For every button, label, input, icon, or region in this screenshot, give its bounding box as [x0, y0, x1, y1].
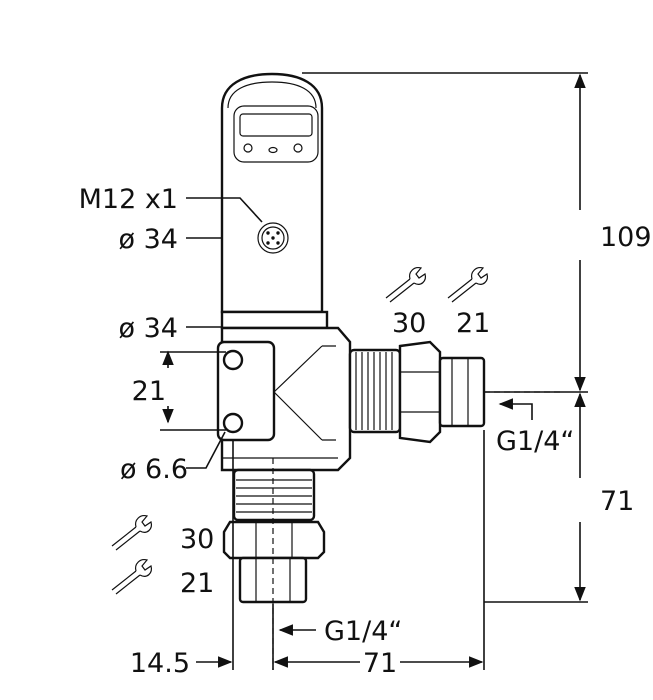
head-diameter-label: ø 34 [119, 224, 178, 255]
hole-diameter-label: ø 6.6 [120, 454, 188, 485]
body-diameter-label: ø 34 [119, 313, 178, 344]
side-port [348, 340, 486, 444]
sensor-head [220, 72, 329, 330]
mount-hole-top [222, 349, 244, 371]
dimension-lines [160, 72, 588, 670]
wrench-icon [385, 267, 426, 303]
display-icon [233, 105, 319, 163]
bottom-port [222, 468, 326, 604]
wrench-size-top-large: 30 [392, 308, 426, 339]
bottom-thread-label: G1/4“ [324, 616, 402, 647]
wrench-icon [447, 267, 488, 303]
side-thread-label: G1/4“ [496, 426, 574, 457]
connector-thread-label: M12 x1 [79, 184, 178, 215]
port-height-label: 71 [600, 486, 634, 517]
total-height-label: 109 [600, 222, 652, 253]
wrench-icon [111, 515, 152, 551]
left-offset-label: 14.5 [130, 648, 190, 679]
wrench-size-bottom-small: 21 [180, 568, 214, 599]
hole-spacing-label: 21 [132, 376, 166, 407]
mount-hole-bottom [222, 412, 244, 434]
wrench-size-top-small: 21 [456, 308, 490, 339]
sensor-body [216, 326, 352, 472]
m12-connector-icon [257, 222, 289, 254]
wrench-icon [111, 559, 152, 595]
horizontal-length-label: 71 [363, 648, 397, 679]
wrench-size-bottom-large: 30 [180, 524, 214, 555]
